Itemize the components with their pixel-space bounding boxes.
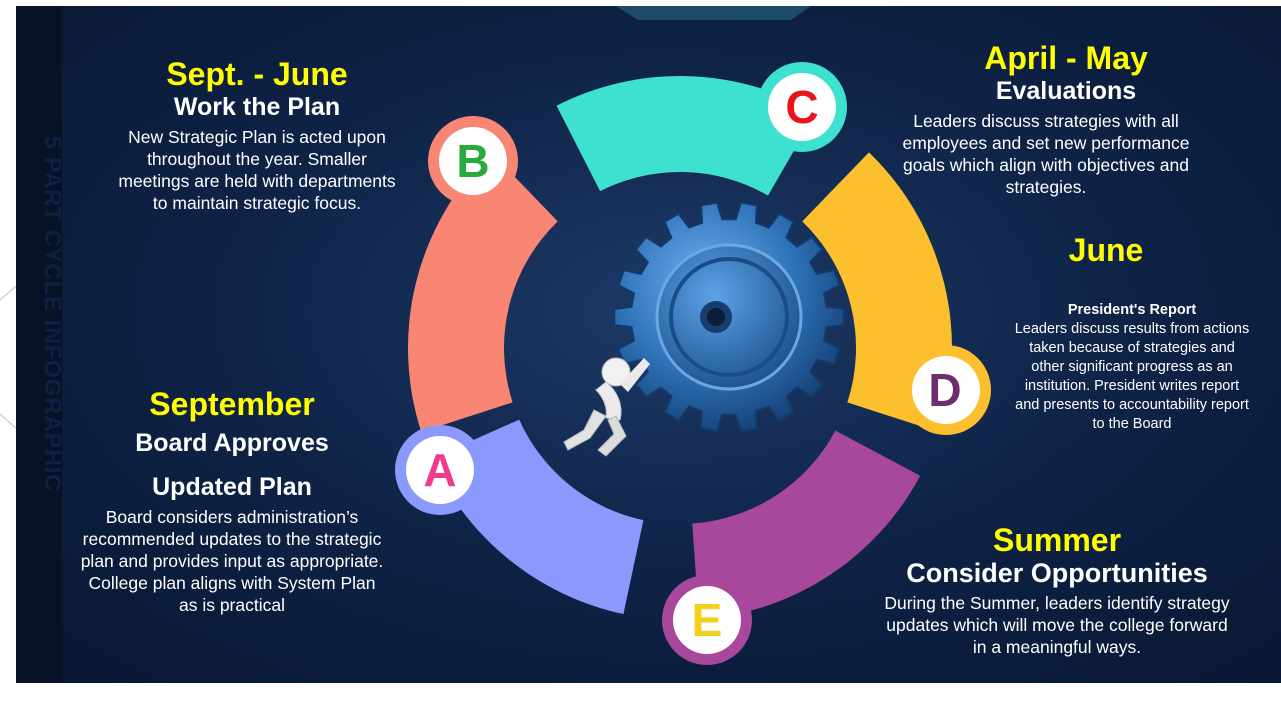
segment-c-badge xyxy=(768,73,836,141)
gear-axle xyxy=(707,308,725,326)
sept-june-title: Work the Plan xyxy=(173,93,341,121)
june-subtitle: President's Report xyxy=(1067,302,1197,318)
side-title: 5 PART CYCLE INFOGRAPHIC xyxy=(40,136,66,492)
segment-b-letter: B xyxy=(456,135,490,187)
summer-body: During the Summer, leaders identify stra… xyxy=(884,593,1230,657)
september-title-line2: Updated Plan xyxy=(152,473,312,501)
phase-june-date-block: June xyxy=(1056,232,1156,268)
phase-sept-june: Sept. - June Work the Plan New Strategic… xyxy=(92,56,422,214)
segment-e-arc xyxy=(692,430,921,620)
june-body: Leaders discuss results from actions tak… xyxy=(1014,321,1250,432)
phase-april-may: April - May Evaluations Leaders discuss … xyxy=(896,40,1216,198)
gear-icon xyxy=(613,201,845,433)
april-may-title: Evaluations xyxy=(995,77,1137,105)
segment-a-letter: A xyxy=(423,444,457,496)
segment-b-arc xyxy=(407,152,558,433)
summer-title: Consider Opportunities xyxy=(906,558,1208,588)
june-date: June xyxy=(1068,232,1144,268)
segment-d-letter: D xyxy=(928,364,962,416)
segment-e-letter: E xyxy=(691,594,723,646)
segment-d-badge xyxy=(912,356,980,424)
april-may-body: Leaders discuss strategies with all empl… xyxy=(902,111,1190,197)
segment-c-arc xyxy=(556,76,816,196)
person-pushing-icon xyxy=(563,357,650,457)
phase-summer: Summer Consider Opportunities During the… xyxy=(878,522,1236,658)
september-date: September xyxy=(149,386,315,422)
side-band: 5 PART CYCLE INFOGRAPHIC xyxy=(16,6,66,683)
september-body: Board considers administration’s recomme… xyxy=(80,507,384,615)
segment-e-badge xyxy=(673,586,741,654)
sept-june-date: Sept. - June xyxy=(166,56,348,92)
phase-june: President's Report Leaders discuss resul… xyxy=(1013,300,1251,434)
phase-september: September Board Approves Updated Plan Bo… xyxy=(72,386,392,616)
september-title-line1: Board Approves xyxy=(135,429,329,457)
gear-face-rim xyxy=(669,257,789,377)
cycle-diagram xyxy=(395,6,991,665)
infographic-slide: 5 PART CYCLE INFOGRAPHIC xyxy=(16,6,1281,683)
segment-b-badge xyxy=(439,127,507,195)
sept-june-body: New Strategic Plan is acted upon through… xyxy=(118,127,396,213)
ring-segments xyxy=(395,62,991,665)
top-tab-decoration xyxy=(616,6,811,20)
segment-c-letter: C xyxy=(785,81,819,133)
april-may-date: April - May xyxy=(984,40,1148,76)
summer-date: Summer xyxy=(992,522,1122,558)
segment-a-badge xyxy=(406,436,474,504)
